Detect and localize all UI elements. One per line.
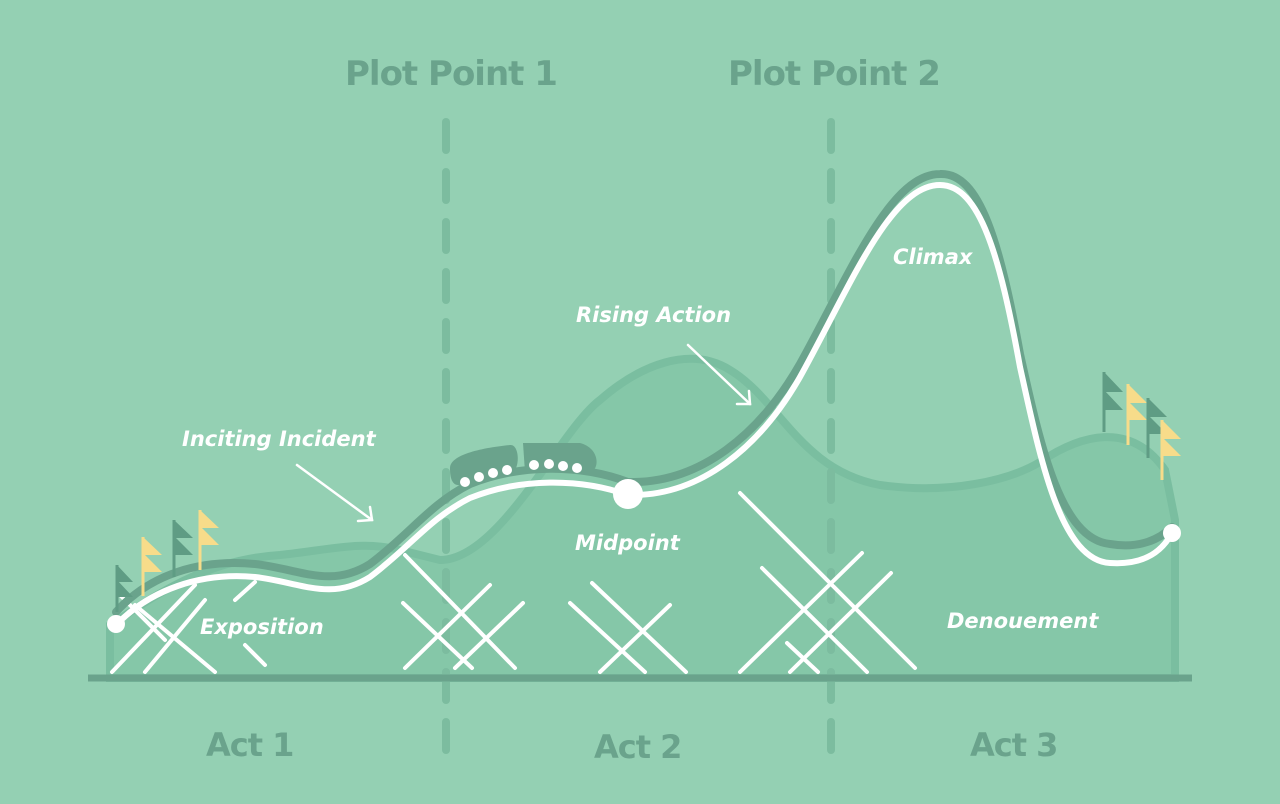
act-3-label: Act 3 <box>970 726 1058 764</box>
hill-background <box>106 354 1179 682</box>
rising-action-label: Rising Action <box>576 303 732 327</box>
plot-point-1-label: Plot Point 1 <box>345 54 558 94</box>
midpoint-label: Midpoint <box>575 531 680 555</box>
start-node <box>107 615 125 633</box>
climax-label: Climax <box>893 245 973 269</box>
flag-icon <box>1102 372 1181 480</box>
denouement-label: Denouement <box>947 609 1099 633</box>
track-shadow <box>112 169 1176 616</box>
flag-icon <box>115 510 219 612</box>
end-node <box>1163 524 1181 542</box>
arrow-down-right-icon <box>295 463 374 523</box>
midpoint-node <box>613 479 643 509</box>
coaster-track <box>113 181 1175 628</box>
arrow-down-right-icon <box>686 343 752 406</box>
exposition-label: Exposition <box>200 615 324 639</box>
inciting-incident-label: Inciting Incident <box>182 427 376 451</box>
track-supports <box>110 491 917 674</box>
act-1-label: Act 1 <box>206 726 294 764</box>
act-2-label: Act 2 <box>594 728 682 766</box>
plot-point-2-label: Plot Point 2 <box>728 54 941 94</box>
roller-coaster-car-icon <box>450 443 597 487</box>
